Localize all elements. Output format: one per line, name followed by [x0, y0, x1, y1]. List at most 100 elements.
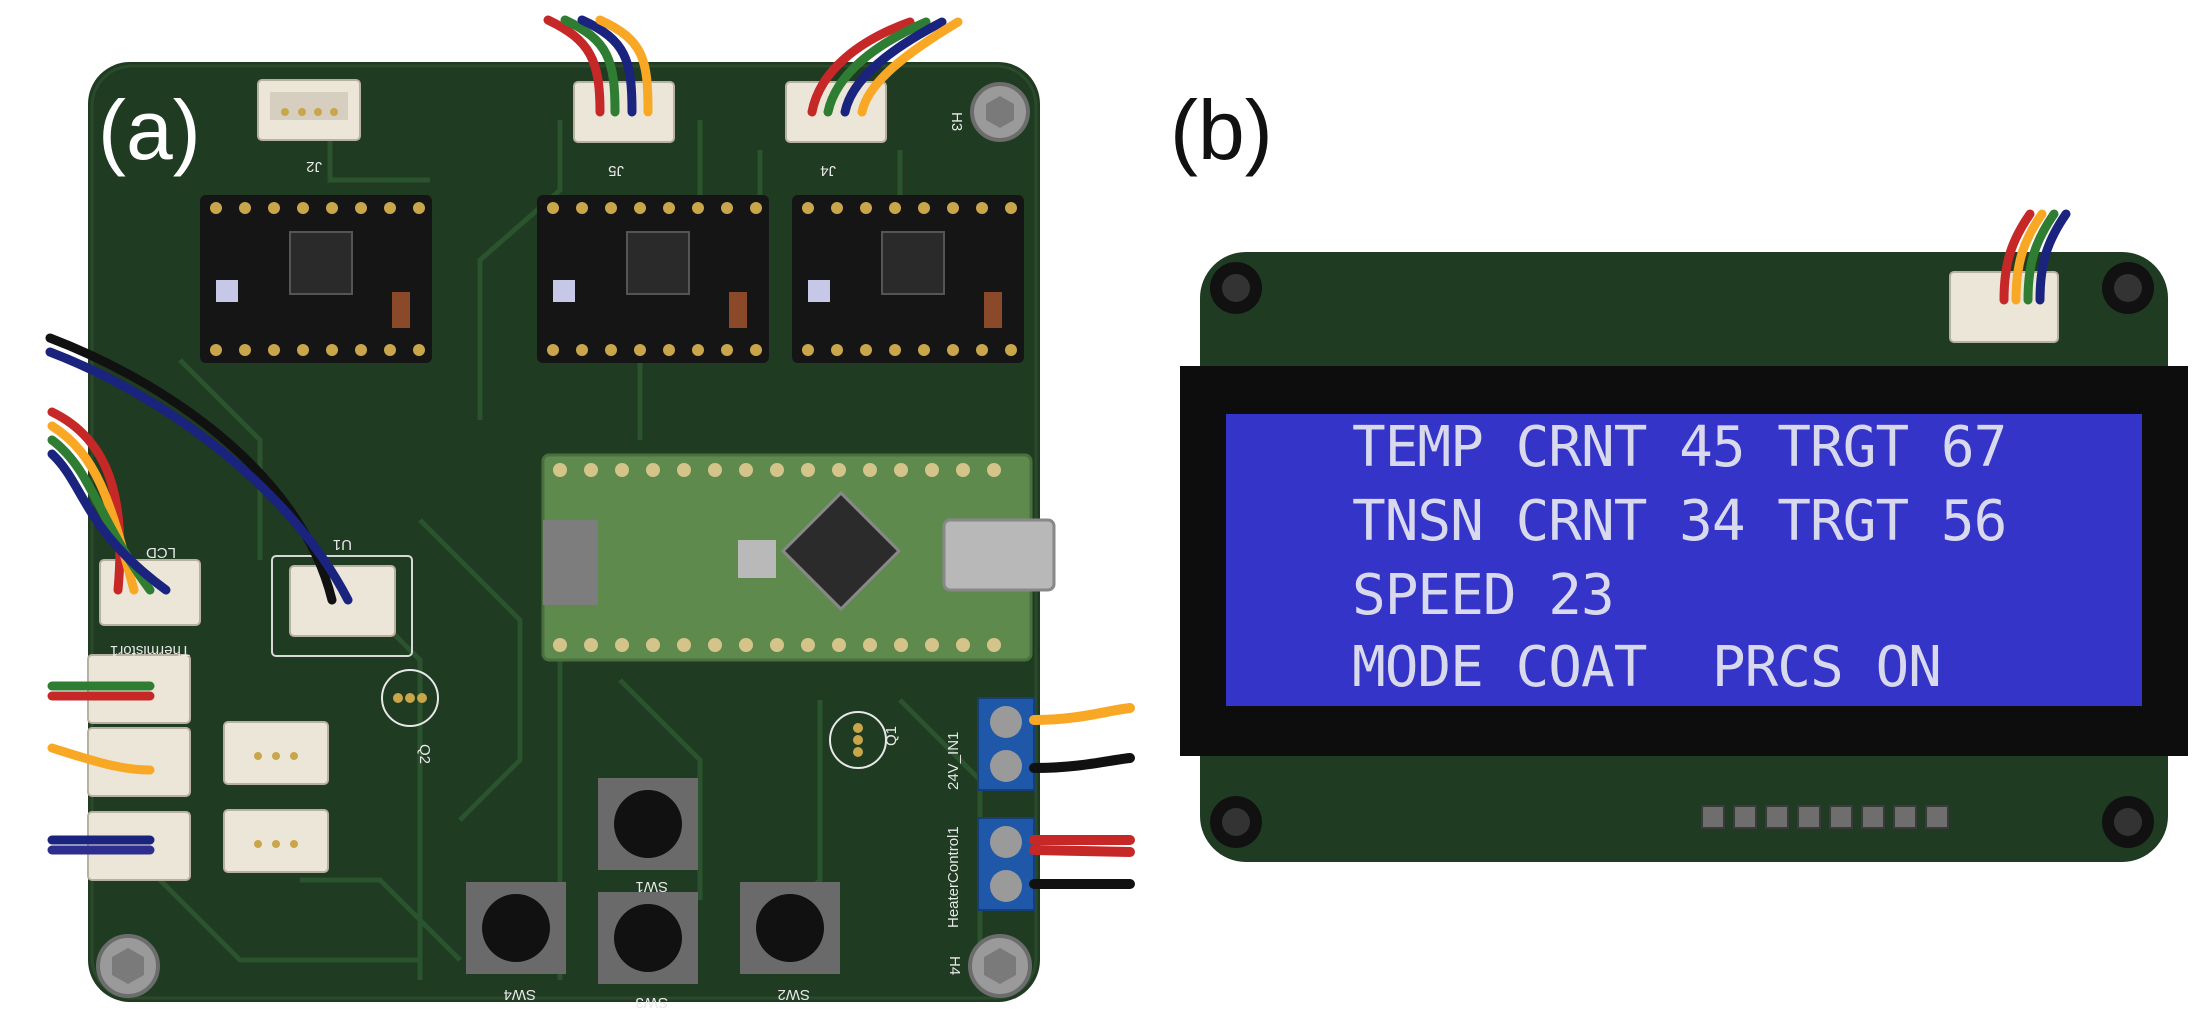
- silk-thermistor: Thermistor1: [110, 642, 190, 659]
- connector-j4: [785, 81, 887, 143]
- pin: [355, 344, 367, 356]
- pin: [750, 202, 762, 214]
- lcd-line-4: MODE COAT PRCS ON: [1352, 635, 1942, 700]
- pin: [947, 202, 959, 214]
- switch-sw1: [598, 778, 698, 870]
- silk-h3: H3: [948, 112, 965, 131]
- pin: [987, 463, 1001, 477]
- connector-mid-2: [223, 809, 329, 873]
- pin: [413, 344, 425, 356]
- pin: [918, 202, 930, 214]
- pin: [584, 463, 598, 477]
- silk-h4: H4: [946, 956, 963, 975]
- switch-sw2: [740, 882, 840, 974]
- wires-power: [1029, 703, 1135, 889]
- pin: [605, 344, 617, 356]
- arduino-pins: [553, 463, 1001, 652]
- pin: [634, 202, 646, 214]
- pcb-board: J2 J5 J4 H3 H4 LCD U1 Thermistor1 Q2 Q1 …: [45, 15, 1135, 1011]
- pin: [894, 463, 908, 477]
- silk-sw2: SW2: [777, 986, 810, 1003]
- silk-sw3: SW3: [635, 994, 668, 1011]
- stepper-driver-2: [537, 195, 769, 363]
- pin: [918, 344, 930, 356]
- pin: [802, 344, 814, 356]
- connector-u1: [271, 555, 413, 657]
- wires-j4: [807, 17, 963, 117]
- terminal-24v-in: [977, 697, 1035, 791]
- pin: [708, 463, 722, 477]
- pin: [326, 202, 338, 214]
- lcd-line-2: TNSN CRNT 34 TRGT 56: [1352, 489, 2007, 554]
- stepper-driver-1: [200, 195, 432, 363]
- mounting-hole-bl: [96, 934, 160, 998]
- switch-sw3: [598, 892, 698, 984]
- connector-mid-1: [223, 721, 329, 785]
- pin: [925, 463, 939, 477]
- pin: [925, 638, 939, 652]
- switch-sw4: [466, 882, 566, 974]
- pin: [384, 202, 396, 214]
- pin: [576, 344, 588, 356]
- pin: [547, 344, 559, 356]
- pin: [634, 344, 646, 356]
- stepper-driver-3: [792, 195, 1024, 363]
- pin: [553, 463, 567, 477]
- pin: [615, 638, 629, 652]
- connector-j2: [257, 79, 361, 141]
- pin: [584, 638, 598, 652]
- mounting-hole-h3: [970, 82, 1030, 142]
- pin: [239, 344, 251, 356]
- silk-sw1: SW1: [635, 878, 668, 895]
- pin: [663, 344, 675, 356]
- pin: [801, 638, 815, 652]
- mounting-hole-h4: [968, 934, 1032, 998]
- pin: [663, 202, 675, 214]
- pin: [987, 638, 1001, 652]
- panel-label-b: (b): [1170, 83, 1273, 177]
- pin: [413, 202, 425, 214]
- lcd-line-3: SPEED 23: [1352, 563, 1615, 628]
- pin: [976, 344, 988, 356]
- pin: [889, 202, 901, 214]
- silk-q1: Q1: [883, 726, 900, 746]
- driver-pins: [210, 202, 1017, 356]
- pin: [860, 344, 872, 356]
- wires-j5: [543, 15, 653, 117]
- pin: [956, 463, 970, 477]
- pin: [889, 344, 901, 356]
- lcd-module: [1180, 209, 2188, 862]
- terminal-heater: [977, 817, 1035, 911]
- pin: [677, 638, 691, 652]
- pin: [750, 344, 762, 356]
- pin: [547, 202, 559, 214]
- transistor-q1: [829, 711, 887, 769]
- pin: [297, 344, 309, 356]
- pin: [802, 202, 814, 214]
- pin: [692, 202, 704, 214]
- silk-j2: J2: [306, 158, 322, 175]
- pin: [976, 202, 988, 214]
- pin: [863, 638, 877, 652]
- pin: [863, 463, 877, 477]
- silk-j4: J4: [820, 162, 836, 179]
- pin: [860, 202, 872, 214]
- pin: [210, 344, 222, 356]
- pin: [721, 344, 733, 356]
- pin: [1005, 344, 1017, 356]
- pin: [894, 638, 908, 652]
- pin: [801, 463, 815, 477]
- pin: [553, 638, 567, 652]
- pin: [384, 344, 396, 356]
- pin: [692, 344, 704, 356]
- pin: [831, 202, 843, 214]
- lcd-mount-holes: [1210, 262, 2154, 848]
- pin: [739, 638, 753, 652]
- silk-heater: HeaterControl1: [945, 826, 962, 928]
- pin: [355, 202, 367, 214]
- pin: [210, 202, 222, 214]
- lcd-header-pins: [1701, 805, 1949, 829]
- wires-left: [45, 333, 353, 855]
- silk-j5: J5: [608, 162, 624, 179]
- silk-sw4: SW4: [503, 986, 536, 1003]
